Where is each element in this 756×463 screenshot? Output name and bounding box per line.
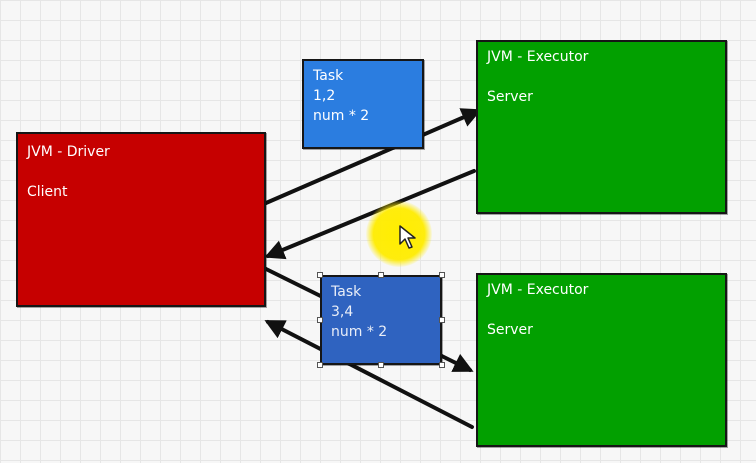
resize-handle-n[interactable] (378, 272, 384, 278)
task-data: 1,2 (313, 88, 336, 104)
resize-handle-e[interactable] (439, 317, 445, 323)
resize-handle-se[interactable] (439, 362, 445, 368)
cursor-highlight (366, 201, 432, 267)
executor-title: JVM - Executor (487, 282, 589, 298)
task-title: Task (313, 68, 344, 84)
mouse-pointer-icon (399, 225, 416, 249)
resize-handle-s[interactable] (378, 362, 384, 368)
executor-role: Server (487, 322, 533, 338)
resize-handle-ne[interactable] (439, 272, 445, 278)
resize-handle-nw[interactable] (317, 272, 323, 278)
executor-box-1[interactable]: JVM - Executor Server (476, 40, 727, 214)
task-operation: num * 2 (313, 108, 370, 124)
arrow-executor1-to-driver (264, 169, 476, 260)
arrow-driver-to-executor1 (264, 108, 482, 205)
task-title: Task (331, 284, 362, 300)
executor-box-2[interactable]: JVM - Executor Server (476, 273, 727, 447)
task-box-2[interactable]: Task 3,4 num * 2 (320, 275, 442, 365)
executor-role: Server (487, 89, 533, 105)
driver-role: Client (27, 184, 68, 200)
driver-title: JVM - Driver (27, 144, 110, 160)
executor-title: JVM - Executor (487, 49, 589, 65)
task-data: 3,4 (331, 304, 354, 320)
arrow-executor2-to-driver (264, 320, 474, 429)
driver-box[interactable]: JVM - Driver Client (16, 132, 266, 307)
resize-handle-w[interactable] (317, 317, 323, 323)
task-box-1[interactable]: Task 1,2 num * 2 (302, 59, 424, 149)
task-operation: num * 2 (331, 324, 388, 340)
resize-handle-sw[interactable] (317, 362, 323, 368)
